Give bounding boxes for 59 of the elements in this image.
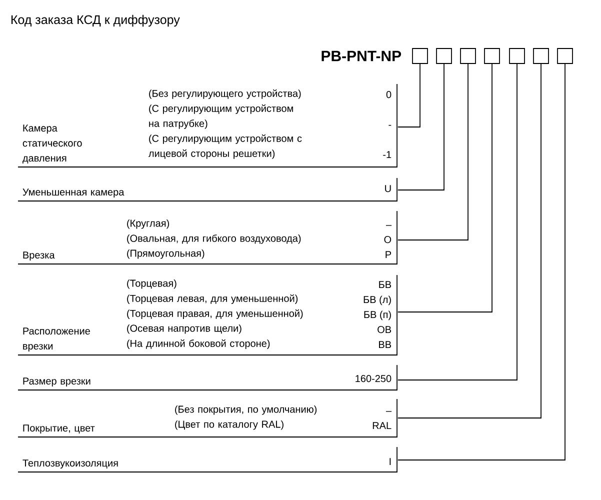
option-code: 160-250 bbox=[356, 375, 392, 382]
option-code: 0 bbox=[386, 91, 392, 98]
option-group bbox=[18, 446, 398, 472]
group-label: Расположение врезки bbox=[23, 328, 90, 352]
option-group bbox=[18, 274, 398, 356]
connector-line bbox=[397, 63, 468, 240]
product-code: PB-PNT-NP bbox=[322, 50, 402, 62]
connector-line bbox=[397, 63, 542, 418]
connector-line bbox=[397, 63, 492, 312]
group-label: Размер врезки bbox=[23, 378, 90, 387]
code-box bbox=[484, 48, 500, 64]
option-code: P bbox=[386, 251, 392, 258]
option-group bbox=[18, 364, 398, 390]
group-label: Теплозвукоизоляция bbox=[22, 460, 118, 469]
option-description: (С регулирующим устройством с лицевой стороны решетки) bbox=[148, 134, 302, 159]
group-label: Уменьшенная камера bbox=[22, 188, 124, 198]
code-box bbox=[533, 48, 549, 64]
option-code: БВ (л) bbox=[364, 296, 391, 306]
connector-line bbox=[397, 63, 566, 460]
option-description: (Цвет по каталогу RAL) bbox=[175, 420, 284, 430]
option-code: БВ (п) bbox=[364, 310, 391, 320]
connector-line bbox=[397, 63, 420, 128]
option-description: (С регулирующим устройством на патрубке) bbox=[149, 104, 293, 129]
code-box bbox=[436, 48, 452, 64]
code-box bbox=[412, 48, 428, 64]
option-code: U bbox=[385, 185, 391, 192]
code-box bbox=[509, 48, 525, 64]
code-box bbox=[460, 48, 476, 64]
option-code: ОВ bbox=[378, 326, 392, 334]
option-description: (Прямоугольная) bbox=[127, 249, 204, 259]
connector-line bbox=[397, 63, 518, 380]
option-code: I bbox=[390, 458, 391, 465]
option-code: O bbox=[384, 236, 392, 244]
option-group bbox=[18, 210, 398, 264]
option-code: RAL bbox=[372, 422, 392, 429]
group-label: Камера статического давления bbox=[22, 124, 82, 164]
option-description: (Осевая напротив щели) bbox=[127, 324, 242, 334]
option-code: БВ bbox=[379, 281, 392, 288]
group-label: Врезка bbox=[23, 252, 55, 261]
option-description: (Без покрытия, по умолчанию) bbox=[175, 405, 317, 415]
option-group bbox=[18, 398, 398, 438]
option-description: (Торцевая) bbox=[127, 279, 176, 289]
option-code: – bbox=[386, 225, 392, 226]
option-description: (Без регулирующего устройства) bbox=[149, 89, 301, 99]
title: Код заказа КСД к диффузору bbox=[11, 14, 180, 27]
option-code: - bbox=[388, 124, 392, 126]
option-code: -1 bbox=[383, 151, 392, 158]
option-description: (Торцевая левая, для уменьшенной) bbox=[127, 294, 298, 304]
option-group bbox=[18, 84, 398, 168]
option-code: – bbox=[386, 411, 392, 412]
option-code: ВВ bbox=[379, 341, 392, 348]
connector-line bbox=[397, 63, 444, 190]
option-description: (Торцевая правая, для уменьшенной) bbox=[127, 309, 303, 319]
code-box bbox=[557, 48, 573, 64]
group-label: Покрытие, цвет bbox=[23, 424, 95, 434]
option-group bbox=[18, 178, 398, 202]
option-description: (На длинной боковой стороне) bbox=[127, 339, 270, 349]
option-description: (Овальная, для гибкого воздуховода) bbox=[127, 234, 301, 244]
option-description: (Круглая) bbox=[127, 219, 170, 229]
